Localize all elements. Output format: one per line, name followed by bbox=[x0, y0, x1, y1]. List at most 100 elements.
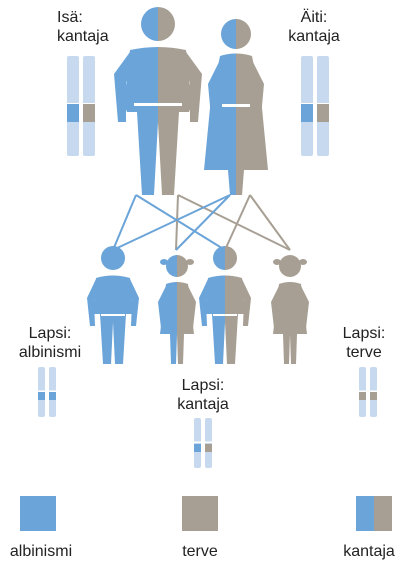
child-3-figure bbox=[199, 246, 251, 364]
child-3-body bbox=[225, 275, 245, 364]
mother-chromosomes-gene-band-2 bbox=[317, 104, 329, 122]
child-2-right-half bbox=[177, 255, 196, 364]
child-healthy-chromosomes-gene-band-1 bbox=[359, 392, 366, 400]
chromosome-pairs bbox=[38, 56, 377, 468]
inheritance-line-2 bbox=[135, 194, 226, 251]
father-label-line2: kantaja bbox=[57, 28, 109, 45]
child-albinism-label-line2: albinismi bbox=[18, 344, 82, 361]
legend-swatch-healthy bbox=[182, 496, 218, 531]
mother-belt bbox=[222, 104, 250, 107]
children-figures bbox=[87, 246, 309, 364]
father-belt bbox=[134, 103, 182, 106]
child-2-head bbox=[166, 255, 177, 277]
mother-label: Äiti: kantaja bbox=[282, 8, 346, 46]
father-head bbox=[141, 7, 158, 41]
legend-label-carrier: kantaja bbox=[343, 543, 395, 560]
mother-left-half bbox=[204, 19, 236, 195]
mother-chromosomes-centromere-1 bbox=[301, 103, 313, 105]
father-chromosomes-centromere-1 bbox=[67, 103, 79, 105]
mother-head bbox=[221, 19, 236, 49]
father-label: Isä: kantaja bbox=[57, 8, 115, 46]
mother-head bbox=[236, 19, 251, 49]
mother-chromosomes-gene-band-1 bbox=[301, 104, 313, 122]
child-albinism-chromosomes-centromere-1 bbox=[38, 390, 45, 392]
child-albinism-chromosomes-gene-band-1 bbox=[38, 392, 45, 400]
child-2-left-pigtail bbox=[160, 259, 168, 265]
mother-label-line2: kantaja bbox=[288, 28, 340, 45]
child-1-figure bbox=[87, 246, 139, 364]
legend-swatch-albinism bbox=[20, 496, 56, 531]
child-2-right-pigtail bbox=[186, 259, 194, 265]
child-carrier-chromosomes-gene-band-1 bbox=[194, 444, 201, 452]
child-carrier-label-line2: kantaja bbox=[177, 396, 229, 413]
child-healthy-chromosomes bbox=[359, 367, 377, 417]
child-4-head bbox=[279, 255, 301, 277]
child-carrier-chromosomes-centromere-2 bbox=[205, 441, 212, 443]
child-3-left-half bbox=[199, 246, 225, 364]
child-healthy-chromosomes-centromere-1 bbox=[359, 390, 366, 392]
child-3-right-arm bbox=[237, 279, 251, 326]
child-4-right-pigtail bbox=[299, 259, 307, 265]
child-4-figure bbox=[271, 255, 309, 364]
father-body bbox=[158, 47, 192, 195]
mother-body bbox=[204, 53, 236, 195]
inheritance-line-1 bbox=[112, 194, 137, 251]
father-body bbox=[124, 47, 158, 195]
father-right-half bbox=[158, 7, 202, 195]
legend-label-albinism: albinismi bbox=[9, 543, 73, 560]
mother-chromosomes-centromere-2 bbox=[317, 103, 329, 105]
mother-label-line1: Äiti: bbox=[300, 9, 328, 26]
child-albinism-chromosomes bbox=[38, 367, 56, 417]
mother-body bbox=[236, 53, 268, 195]
child-1-left-arm bbox=[87, 279, 101, 326]
father-chromosomes-gene-band-1 bbox=[67, 104, 79, 122]
child-2-head bbox=[177, 255, 188, 277]
child-4-body bbox=[273, 282, 307, 364]
inheritance-line-6 bbox=[175, 194, 231, 251]
child-1-head bbox=[101, 246, 125, 270]
child-healthy-chromosomes-gene-band-2 bbox=[370, 392, 377, 400]
child-3-head bbox=[225, 246, 237, 270]
child-carrier-label-line1: Lapsi: bbox=[181, 377, 225, 394]
child-4-right-arm bbox=[297, 286, 309, 328]
legend-swatch-carrier-left bbox=[356, 496, 374, 531]
child-healthy-label-line1: Lapsi: bbox=[342, 325, 386, 342]
father-chromosomes bbox=[67, 56, 95, 156]
child-albinism-chromosomes-gene-band-2 bbox=[49, 392, 56, 400]
child-carrier-chromosomes-centromere-1 bbox=[194, 441, 201, 443]
inheritance-line-8 bbox=[249, 194, 291, 251]
father-left-arm bbox=[114, 52, 134, 122]
child-carrier-chromosomes bbox=[194, 418, 212, 468]
inheritance-line-3 bbox=[175, 194, 179, 251]
mother-left-arm bbox=[208, 58, 226, 128]
father-right-arm bbox=[182, 52, 202, 122]
father-label-line1: Isä: bbox=[57, 9, 83, 26]
father-head bbox=[158, 7, 175, 41]
inheritance-lines bbox=[112, 194, 291, 251]
child-4-left-pigtail bbox=[273, 259, 281, 265]
child-2-figure bbox=[158, 255, 196, 364]
mother-chromosomes bbox=[301, 56, 329, 156]
child-albinism-label: Lapsi: albinismi bbox=[14, 324, 86, 362]
father-figure bbox=[114, 7, 202, 195]
mother-figure bbox=[204, 19, 268, 195]
child-3-belt bbox=[213, 314, 237, 316]
child-1-right-arm bbox=[125, 279, 139, 326]
child-albinism-chromosomes-centromere-2 bbox=[49, 390, 56, 392]
child-carrier-chromosomes-gene-band-2 bbox=[205, 444, 212, 452]
child-3-left-arm bbox=[199, 279, 213, 326]
father-chromosomes-gene-band-2 bbox=[83, 104, 95, 122]
inheritance-line-4 bbox=[177, 194, 291, 251]
mother-right-half bbox=[236, 19, 268, 195]
child-albinism-label-line1: Lapsi: bbox=[28, 325, 72, 342]
father-chromosomes-centromere-2 bbox=[83, 103, 95, 105]
inheritance-line-5 bbox=[112, 194, 231, 251]
child-2-left-arm bbox=[158, 286, 170, 328]
child-2-left-half bbox=[158, 255, 177, 364]
child-carrier-label: Lapsi: kantaja bbox=[168, 376, 238, 414]
child-healthy-label: Lapsi: terve bbox=[336, 324, 392, 362]
child-2-right-arm bbox=[184, 286, 196, 328]
child-3-body bbox=[205, 275, 225, 364]
child-4-left-arm bbox=[271, 286, 283, 328]
inheritance-line-7 bbox=[224, 194, 251, 251]
